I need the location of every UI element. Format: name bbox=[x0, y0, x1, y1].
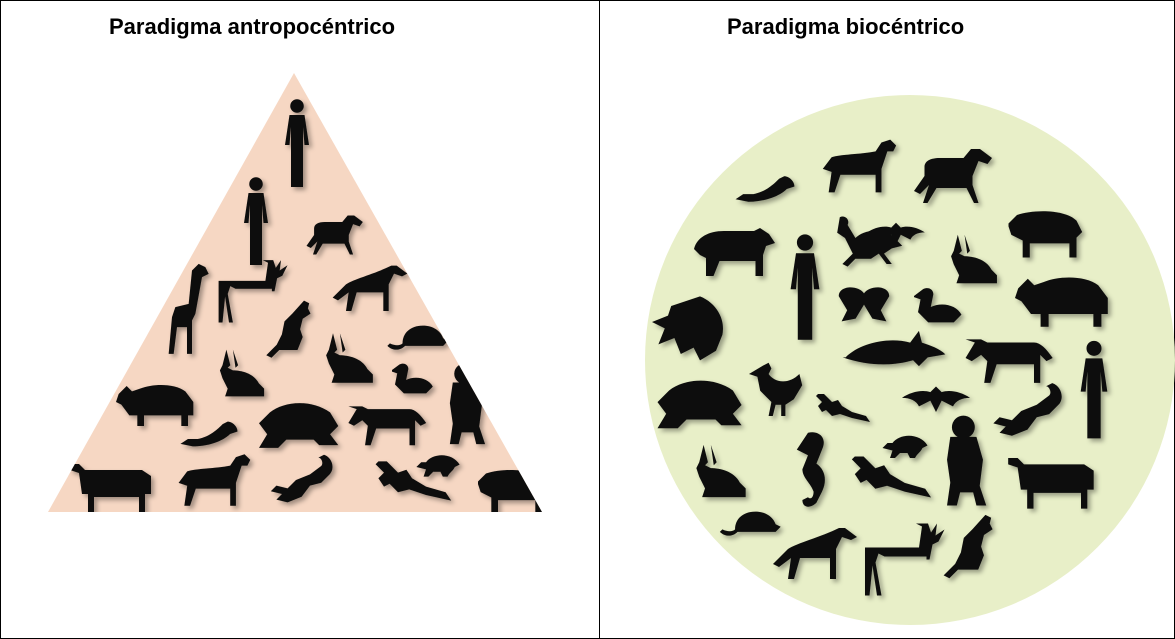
anthropocentric-pyramid bbox=[48, 73, 547, 514]
column-divider bbox=[599, 0, 600, 639]
biocentric-circle bbox=[645, 95, 1175, 625]
monkey-icon bbox=[450, 363, 485, 444]
